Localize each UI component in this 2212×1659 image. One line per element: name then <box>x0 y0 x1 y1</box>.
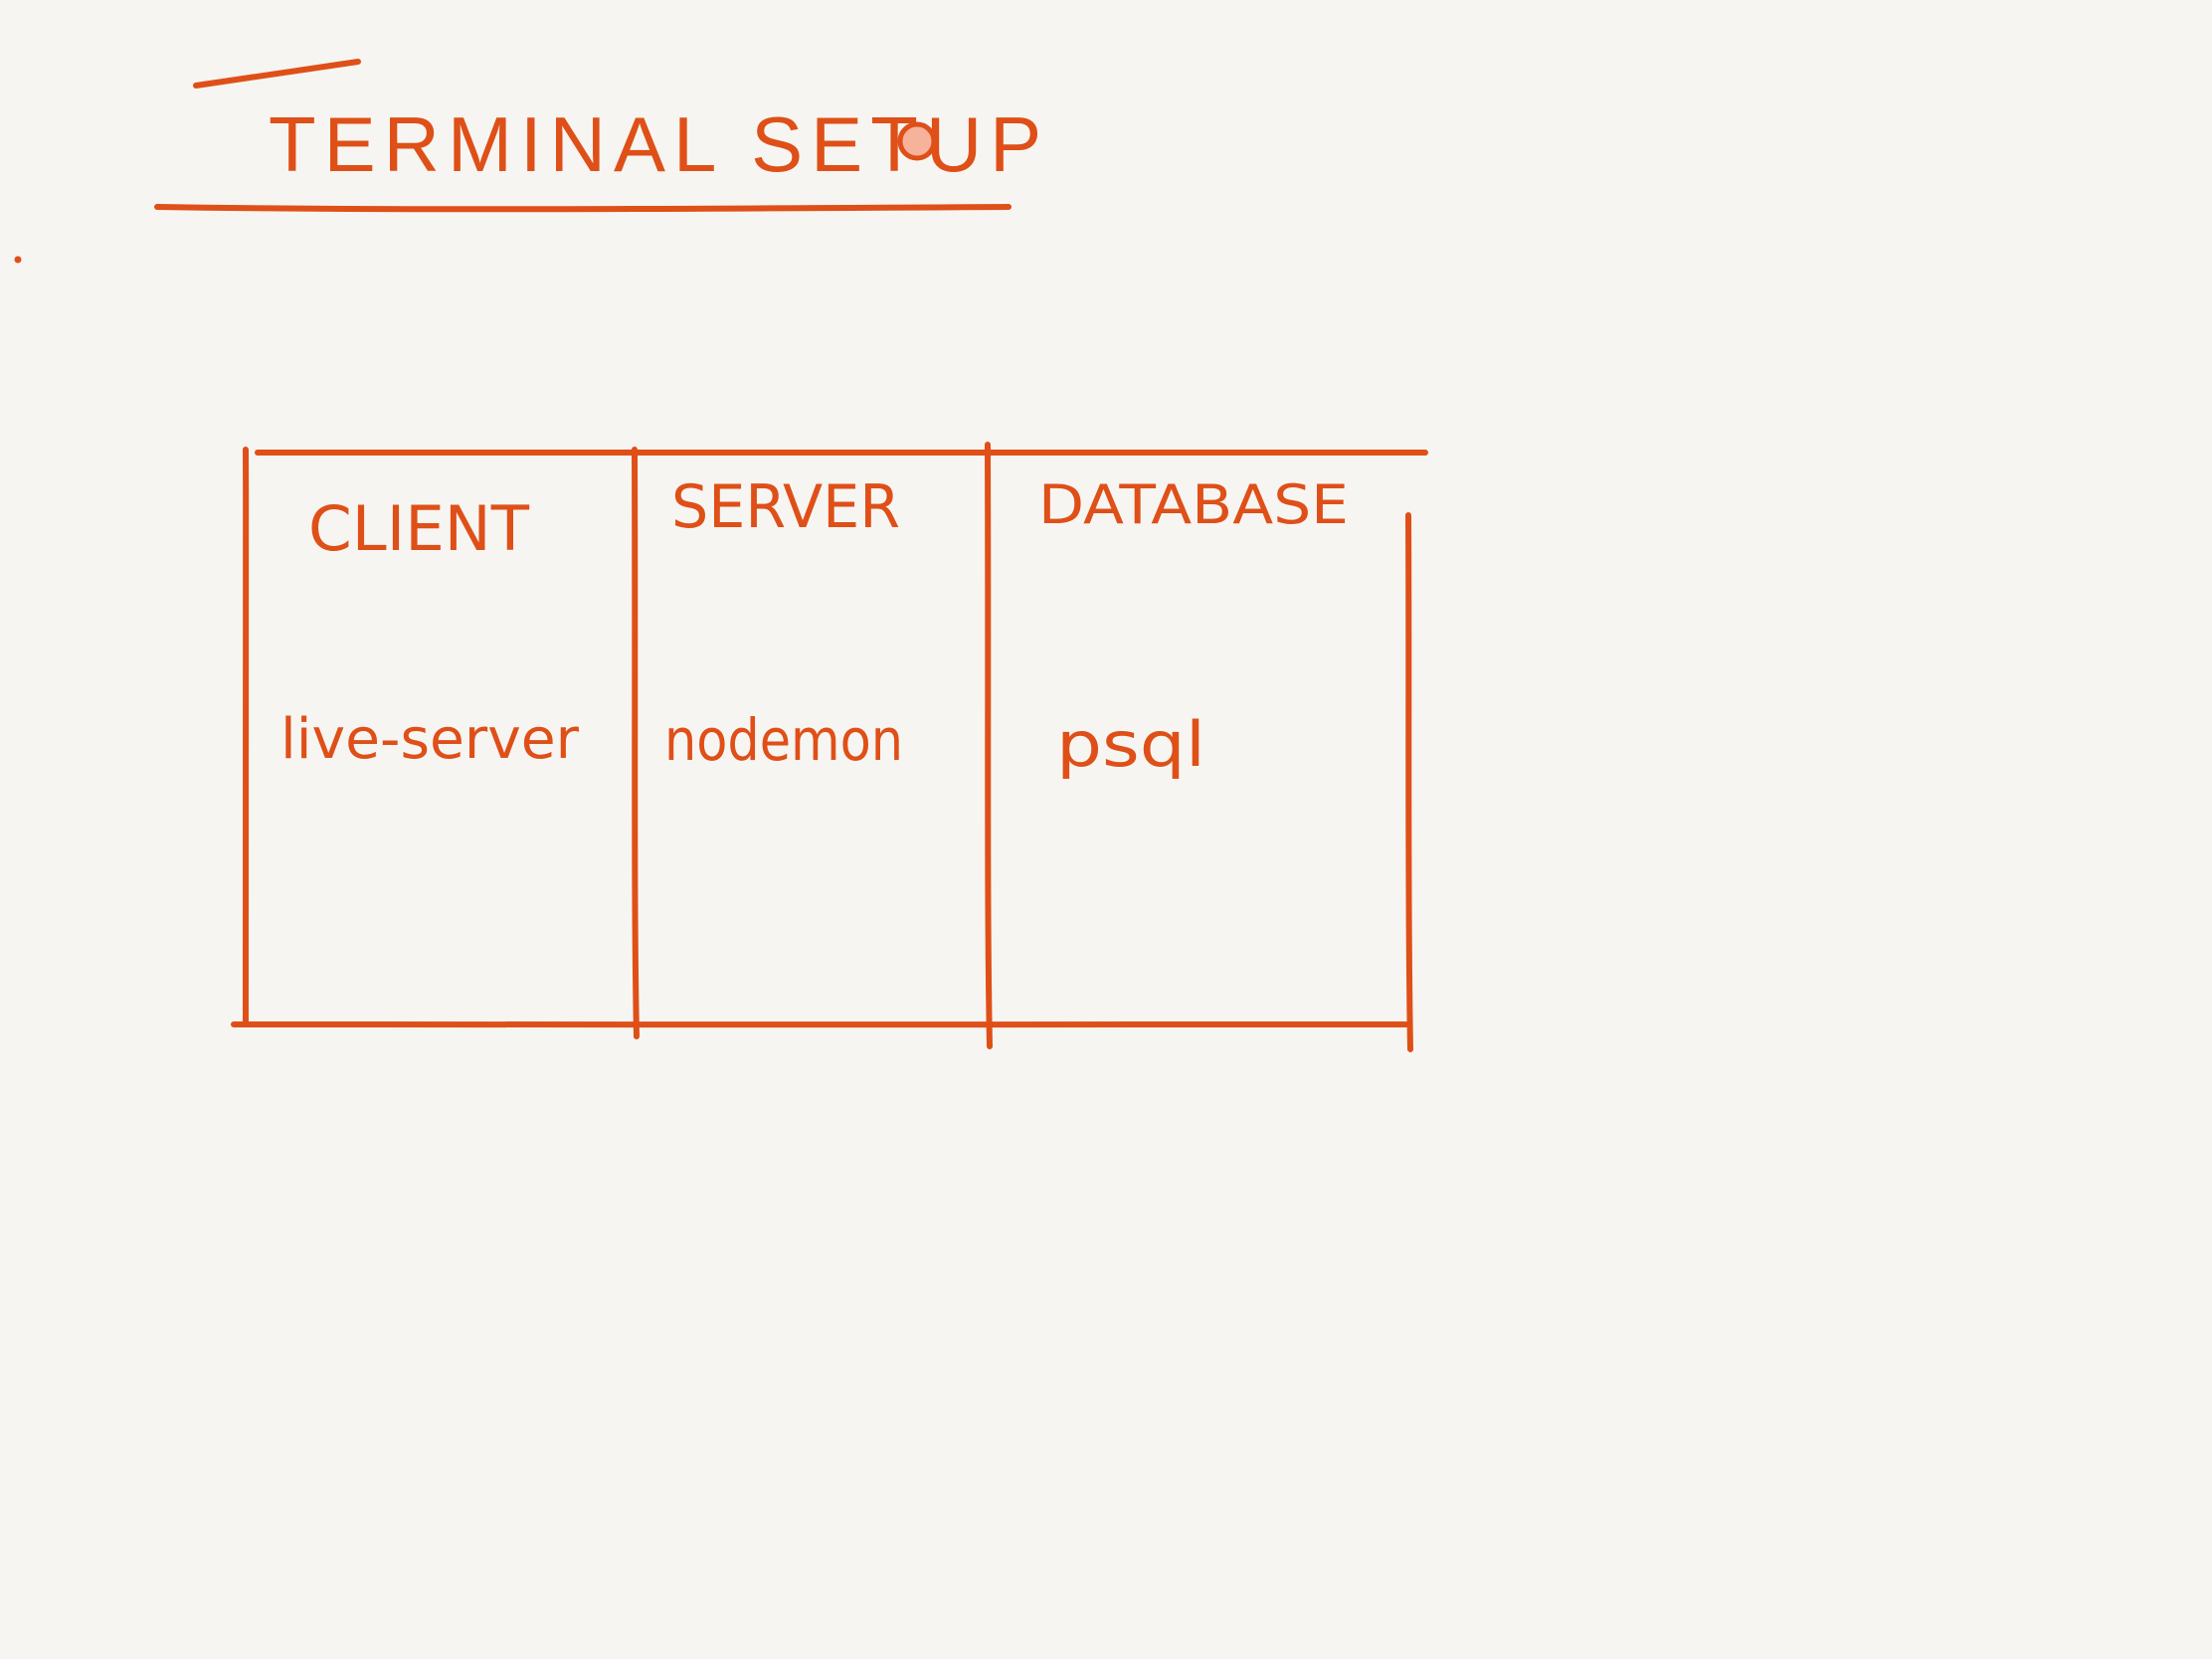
column-header-server: SERVER <box>671 472 900 542</box>
table-divider-1 <box>632 447 640 1039</box>
cell-server-tool: nodemon <box>664 706 903 774</box>
column-server: SERVER nodemon <box>664 472 903 774</box>
cell-client-tool: live-server <box>280 707 580 772</box>
pen-cursor <box>897 121 937 161</box>
title-underline <box>154 204 1012 213</box>
table-top-line <box>255 448 1428 456</box>
stray-dot <box>14 256 22 264</box>
column-client: CLIENT live-server <box>280 492 580 772</box>
table-right-line <box>1405 512 1413 1052</box>
title-group: TERMINAL SETUP <box>154 59 1041 213</box>
column-header-database: DATABASE <box>1038 473 1349 536</box>
table-left-line <box>242 447 250 1024</box>
column-database: DATABASE psql <box>1038 473 1349 781</box>
table-divider-2 <box>985 442 993 1049</box>
table-bottom-line <box>231 1020 1409 1028</box>
column-header-client: CLIENT <box>308 492 530 565</box>
table-grid <box>231 442 1428 1052</box>
title-bar-stroke <box>193 59 361 89</box>
cell-database-tool: psql <box>1056 708 1205 781</box>
